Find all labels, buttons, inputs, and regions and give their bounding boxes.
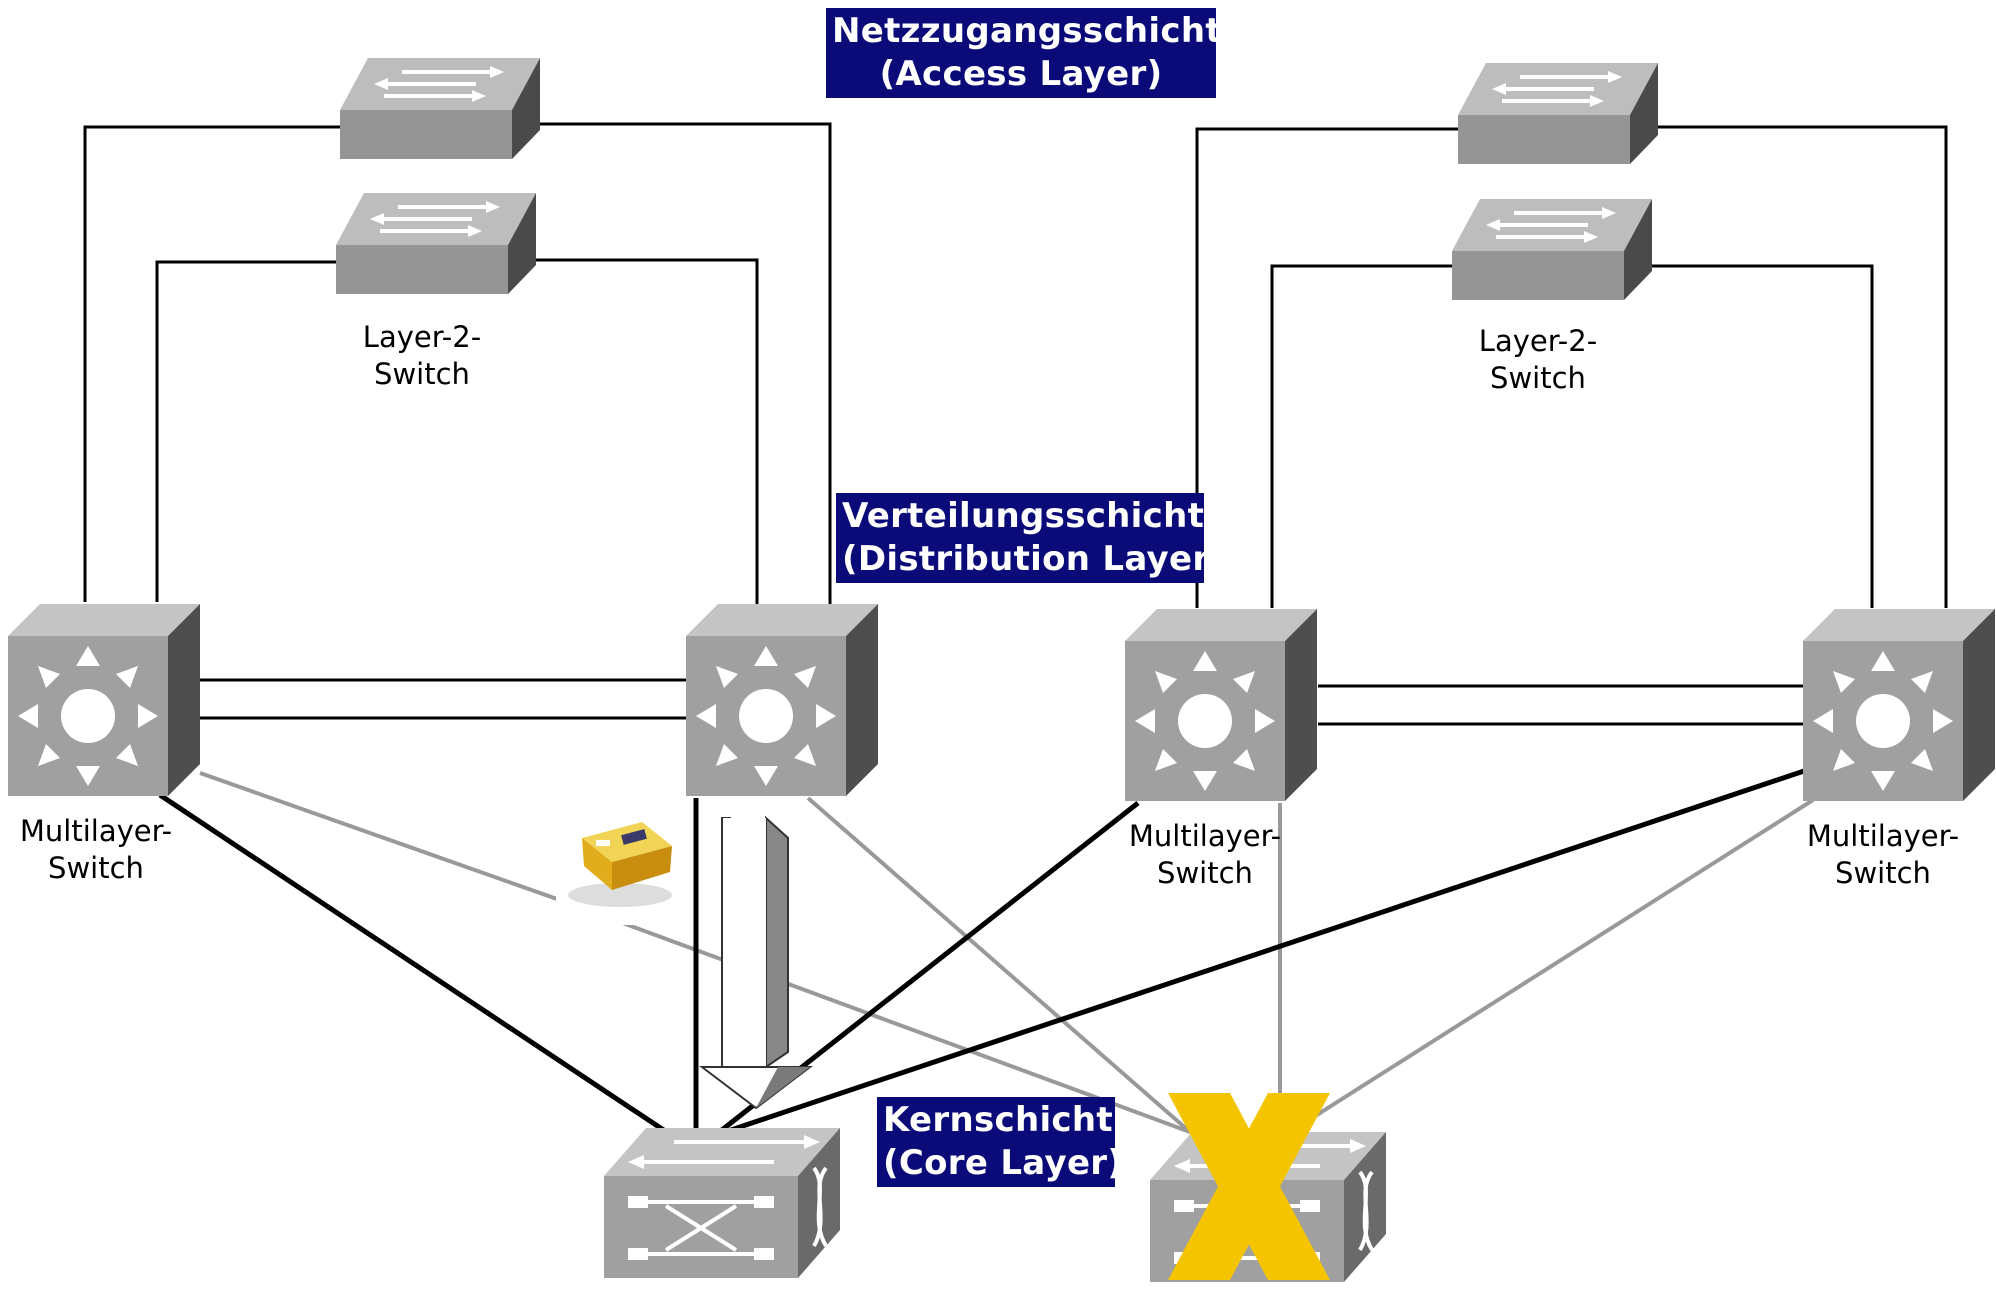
layer2-switch-icon bbox=[1450, 197, 1654, 302]
core-layer-label: Kernschicht (Core Layer) bbox=[877, 1097, 1124, 1187]
multilayer-switch-label-3: Multilayer- Switch bbox=[1128, 819, 1282, 890]
multilayer-switch-icon bbox=[686, 604, 878, 796]
distribution-layer-title: Verteilungsschicht bbox=[842, 496, 1205, 536]
multilayer-switch-label-4: Multilayer- Switch bbox=[1806, 819, 1960, 890]
access-layer-title: Netzzugangsschicht bbox=[832, 11, 1222, 51]
access-layer-label: Netzzugangsschicht (Access Layer) bbox=[826, 8, 1222, 98]
backup-links bbox=[199, 771, 1815, 1134]
core-layer-subtitle: (Core Layer) bbox=[883, 1143, 1124, 1183]
layer2-switch-icon bbox=[1456, 61, 1660, 166]
multilayer-switch-label-1: Multilayer- Switch bbox=[19, 814, 173, 885]
core-switch-icon bbox=[602, 1126, 842, 1280]
distribution-layer-label: Verteilungsschicht (Distribution Layer) bbox=[836, 493, 1226, 583]
distribution-layer-subtitle: (Distribution Layer) bbox=[842, 539, 1226, 579]
data-packet-icon bbox=[568, 822, 672, 907]
core-layer-title: Kernschicht bbox=[883, 1100, 1113, 1140]
layer2-switch-icon bbox=[334, 191, 538, 296]
layer2-switch-label-left: Layer-2- Switch bbox=[362, 320, 482, 391]
access-uplinks bbox=[83, 122, 1948, 608]
traffic-arrow-icon bbox=[699, 815, 813, 1110]
distribution-links bbox=[198, 678, 1805, 726]
multilayer-switch-icon bbox=[8, 604, 200, 796]
access-layer-subtitle: (Access Layer) bbox=[879, 54, 1163, 94]
layer2-switch-label-right: Layer-2- Switch bbox=[1478, 324, 1598, 395]
multilayer-switch-icon bbox=[1803, 609, 1995, 801]
layer2-switch-icon bbox=[338, 56, 542, 161]
multilayer-switch-icon bbox=[1125, 609, 1317, 801]
failure-x-icon bbox=[1168, 1093, 1330, 1280]
